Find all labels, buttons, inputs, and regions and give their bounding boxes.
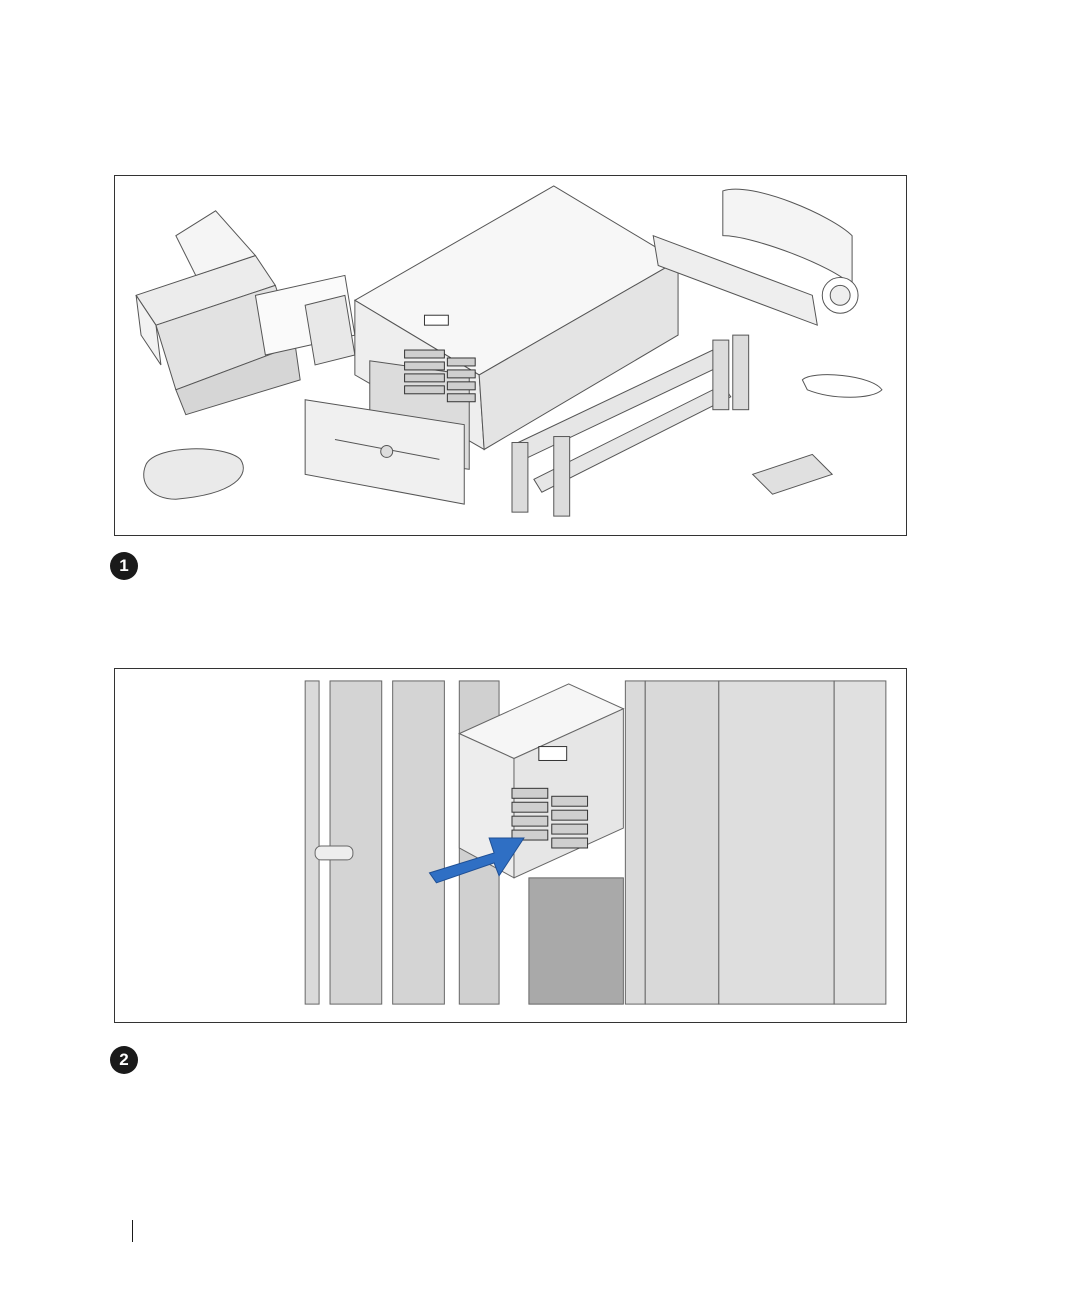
figure-kit-contents bbox=[114, 175, 907, 536]
step-2-badge: 2 bbox=[110, 1046, 138, 1074]
page-footer-rule bbox=[132, 1220, 133, 1242]
kit-contents-illustration bbox=[115, 176, 906, 535]
shipping-box-icon bbox=[136, 211, 355, 415]
cable-management-arm-icon bbox=[653, 189, 858, 325]
cable-tie-icon bbox=[802, 375, 882, 398]
packing-foam-icon bbox=[144, 449, 244, 499]
rack-install-illustration bbox=[115, 669, 906, 1022]
rack-door-handle-icon bbox=[315, 846, 353, 860]
figure-rack-install bbox=[114, 668, 907, 1023]
status-indicator-bracket-icon bbox=[753, 454, 833, 494]
step-1-badge: 1 bbox=[110, 552, 138, 580]
